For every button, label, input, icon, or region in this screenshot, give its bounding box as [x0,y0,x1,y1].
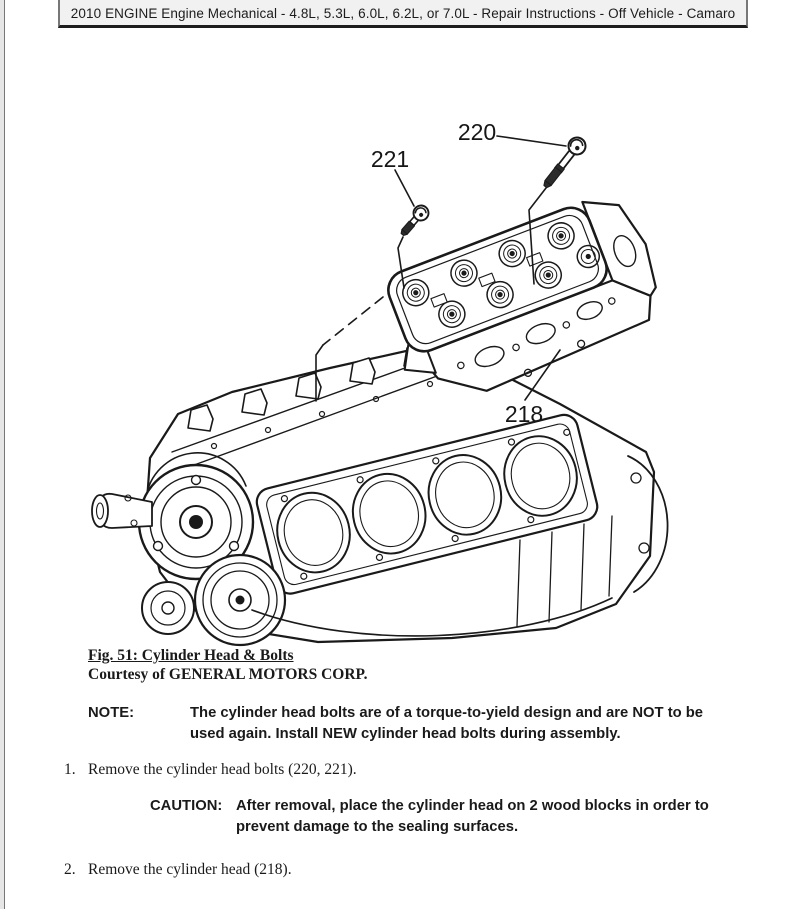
leader-line-218 [524,349,561,401]
step-1-number: 1. [64,761,76,778]
leader-line-221-to-head [397,236,405,289]
leader-line-220 [496,135,567,147]
figure-caption-credit: Courtesy of GENERAL MOTORS CORP. [88,666,368,683]
caution-label: CAUTION: [150,798,223,814]
page-header: 2010 ENGINE Engine Mechanical - 4.8L, 5.… [58,0,748,28]
page-left-edge [0,0,5,909]
step-2-number: 2. [64,861,76,878]
engine-block-drawing [91,342,669,647]
callout-221-label: 221 [371,146,409,172]
callout-218-label: 218 [505,401,543,427]
alignment-line [315,344,324,402]
cylinder-bores-drawing [255,413,599,595]
step-2-text: Remove the cylinder head (218). [88,861,292,878]
callout-220-label: 220 [458,119,496,145]
note-label: NOTE: [88,705,135,721]
cylinder-head-drawing [387,200,657,392]
bolt-220-drawing [543,136,587,189]
leader-line-220-to-head [528,187,547,285]
alignment-dashed-line [322,296,384,346]
leader-line-221 [394,169,415,207]
bolt-221-drawing [400,204,430,237]
note-text: The cylinder head bolts are of a torque-… [190,705,704,742]
caution-text: After removal, place the cylinder head o… [236,798,709,835]
page-header-title: 2010 ENGINE Engine Mechanical - 4.8L, 5.… [70,6,736,21]
figure-caption-title: Fig. 51: Cylinder Head & Bolts [88,647,294,664]
step-1-text: Remove the cylinder head bolts (220, 221… [88,761,357,778]
